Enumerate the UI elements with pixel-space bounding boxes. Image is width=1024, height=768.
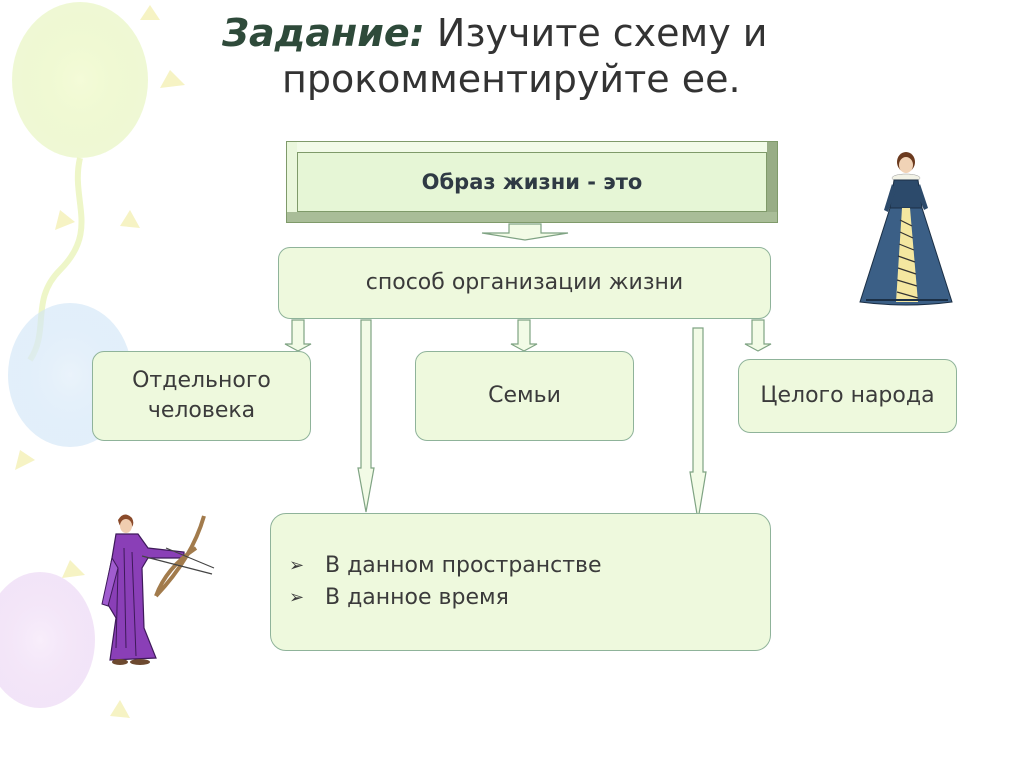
- person-box: Отдельного человека: [92, 351, 311, 441]
- woman-in-gown-figure: [859, 152, 953, 306]
- arrow-to-person: [284, 319, 312, 352]
- person-text-line-1: Отдельного: [132, 368, 271, 393]
- arrow-to-conditions-left: [357, 319, 375, 513]
- main-box: способ организации жизни: [278, 247, 771, 319]
- arrow-to-family: [510, 319, 538, 352]
- condition-text: В данном пространстве: [325, 553, 602, 578]
- family-box: Семьи: [415, 351, 634, 441]
- condition-text: В данное время: [325, 585, 509, 610]
- chevron-right-icon: ➢: [289, 587, 305, 608]
- family-text: Семьи: [488, 383, 561, 408]
- header-box: Образ жизни - это: [286, 141, 778, 223]
- task-label: Задание:: [222, 11, 425, 55]
- arrow-to-people: [744, 319, 772, 352]
- archer-figure: [101, 514, 215, 665]
- list-item: ➢ В данном пространстве: [289, 550, 602, 582]
- conditions-box: ➢ В данном пространстве ➢ В данное время: [270, 513, 771, 651]
- arrow-header-to-main: [481, 223, 569, 241]
- people-text: Целого народа: [760, 383, 935, 408]
- chevron-right-icon: ➢: [289, 555, 305, 576]
- person-text-line-2: человека: [147, 398, 256, 423]
- title-line-1: Изучите схему и: [436, 11, 768, 55]
- page-title: Задание: Изучите схему и прокомментируйт…: [222, 10, 922, 102]
- people-box: Целого народа: [738, 359, 957, 433]
- main-text: способ организации жизни: [365, 270, 684, 295]
- conditions-list: ➢ В данном пространстве ➢ В данное время: [289, 550, 602, 614]
- balloon-green: [12, 2, 148, 158]
- balloon-pink: [0, 572, 95, 708]
- arrow-to-conditions-right: [689, 327, 707, 521]
- title-line-2: прокомментируйте ее.: [282, 57, 741, 101]
- list-item: ➢ В данное время: [289, 582, 602, 614]
- header-text: Образ жизни - это: [297, 152, 767, 212]
